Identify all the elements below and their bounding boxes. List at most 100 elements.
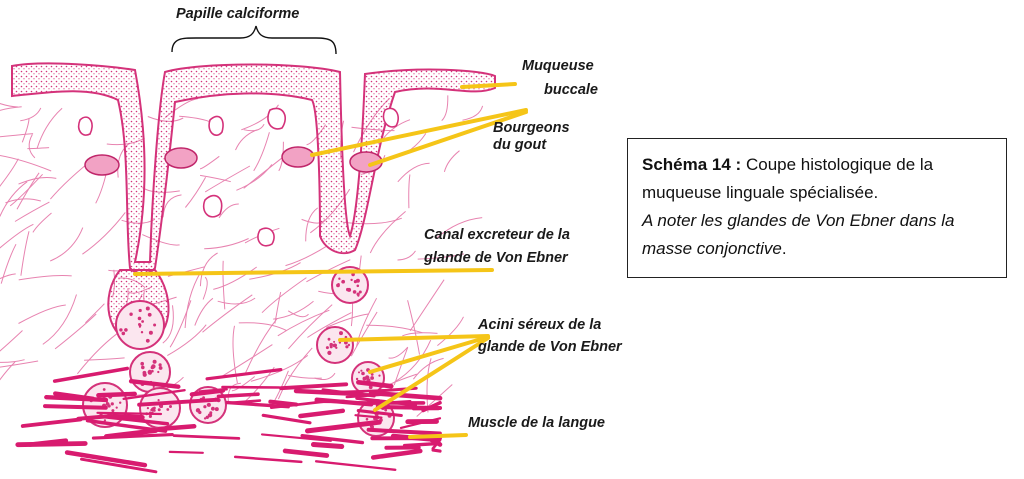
core-lacuna: [77, 116, 93, 136]
pointer-acini-2: [368, 335, 490, 374]
papilla-brace: [171, 25, 337, 55]
muscle-fibre: [85, 418, 168, 433]
connective-fibre: [277, 347, 313, 400]
muscle-fibre: [52, 366, 129, 383]
label-muscle: Muscle de la langue: [468, 415, 605, 431]
connective-fibre: [14, 201, 50, 222]
serous-acinus: [316, 326, 354, 364]
serous-acinus: [351, 361, 385, 395]
connective-fibre: [366, 324, 423, 334]
core-lacuna: [208, 115, 224, 136]
connective-fibre: [218, 203, 239, 219]
connective-fibre: [204, 238, 249, 250]
pointer-acini-1: [338, 334, 490, 342]
connective-fibre: [169, 300, 192, 348]
connective-fibre: [382, 119, 411, 140]
caption-title: Schéma 14 :: [642, 155, 742, 174]
pointer-muscle: [408, 433, 468, 439]
connective-fibre: [27, 147, 50, 150]
connective-fibre: [417, 253, 465, 260]
muscle-fibre: [431, 448, 442, 453]
connective-fibre: [241, 104, 279, 131]
connective-fibre: [441, 95, 449, 121]
muscle-fibre: [172, 434, 241, 440]
caption-line-1: Schéma 14 : Coupe histologique de la: [642, 151, 992, 179]
connective-fibre: [369, 211, 406, 254]
connective-fibre: [245, 318, 278, 374]
connective-fibre: [199, 155, 220, 170]
muscle-fibre: [233, 455, 303, 464]
caption-note-1: A noter les glandes de Von Ebner dans la: [642, 211, 955, 230]
connective-fibre: [32, 212, 52, 233]
connective-fibre: [185, 176, 207, 208]
connective-fibre: [16, 172, 40, 210]
muscle-fibre: [122, 389, 186, 401]
caption-box: Schéma 14 : Coupe histologique de la muq…: [627, 138, 1007, 278]
muscle-fibre: [98, 414, 170, 426]
connective-fibre: [222, 260, 226, 310]
connective-fibre: [0, 243, 17, 284]
connective-fibre: [85, 303, 105, 324]
connective-fibre: [200, 174, 231, 183]
core-lacuna: [257, 227, 275, 247]
connective-fibre: [9, 173, 43, 207]
connective-fibre: [261, 277, 307, 314]
muscle-fibre: [91, 433, 174, 440]
connective-fibre: [253, 132, 270, 172]
caption-line-4: masse conjonctive.: [642, 235, 992, 263]
connective-fibre: [28, 134, 36, 159]
label-du-gout: du gout: [493, 137, 547, 153]
connective-fibre: [142, 234, 180, 246]
caption-note-2: masse conjonctive: [642, 239, 782, 258]
muscle-fibre: [421, 400, 442, 413]
muscle-fibre: [20, 417, 83, 428]
muscle-fibre: [43, 404, 108, 410]
connective-fibre: [194, 297, 214, 326]
connective-fibre: [50, 227, 84, 262]
muscle-fibre: [260, 433, 332, 442]
muscle-fibre: [314, 397, 374, 407]
muscle-fibre: [96, 391, 137, 398]
connective-fibre: [20, 107, 42, 122]
connective-fibre: [443, 150, 460, 173]
connective-fibre: [0, 360, 39, 368]
serous-acinus: [331, 266, 369, 304]
connective-fibre: [84, 357, 125, 361]
core-lacuna: [202, 194, 223, 218]
tongue-muscle-fibres: [15, 366, 443, 474]
taste-bud: [164, 147, 198, 169]
connective-fibre: [220, 344, 273, 378]
connective-fibre: [435, 217, 483, 239]
connective-fibre: [179, 115, 210, 122]
muscle-fibre: [64, 450, 148, 468]
connective-fibre: [0, 106, 22, 111]
muscle-fibre: [338, 389, 390, 394]
connective-fibre: [204, 165, 251, 193]
connective-fibre: [18, 304, 66, 324]
pointer-canal: [133, 268, 494, 276]
connective-fibre: [412, 357, 444, 380]
connective-fibre: [407, 300, 420, 355]
connective-fibre: [227, 382, 241, 404]
muscle-fibre: [261, 413, 312, 425]
connective-fibre: [350, 311, 378, 357]
connective-fibre: [408, 174, 411, 209]
connective-fibre: [388, 346, 409, 359]
connective-fibre: [243, 157, 282, 189]
connective-fibre: [0, 133, 34, 138]
connective-fibre: [285, 245, 327, 267]
connective-fibre: [236, 164, 273, 191]
connective-fibre: [235, 129, 258, 151]
muscle-fibre: [157, 424, 197, 432]
muscle-fibre: [168, 450, 204, 454]
muscle-fibre: [298, 408, 346, 419]
connective-fibre: [243, 123, 265, 132]
label-buccale: buccale: [544, 82, 598, 98]
muscle-fibre: [44, 395, 109, 403]
pointer-bourgeon-1: [310, 108, 528, 157]
label-bourgeons: Bourgeons: [493, 120, 570, 136]
muscle-fibre: [225, 400, 290, 409]
connective-fibre: [0, 330, 23, 352]
connective-fibre: [162, 305, 174, 344]
